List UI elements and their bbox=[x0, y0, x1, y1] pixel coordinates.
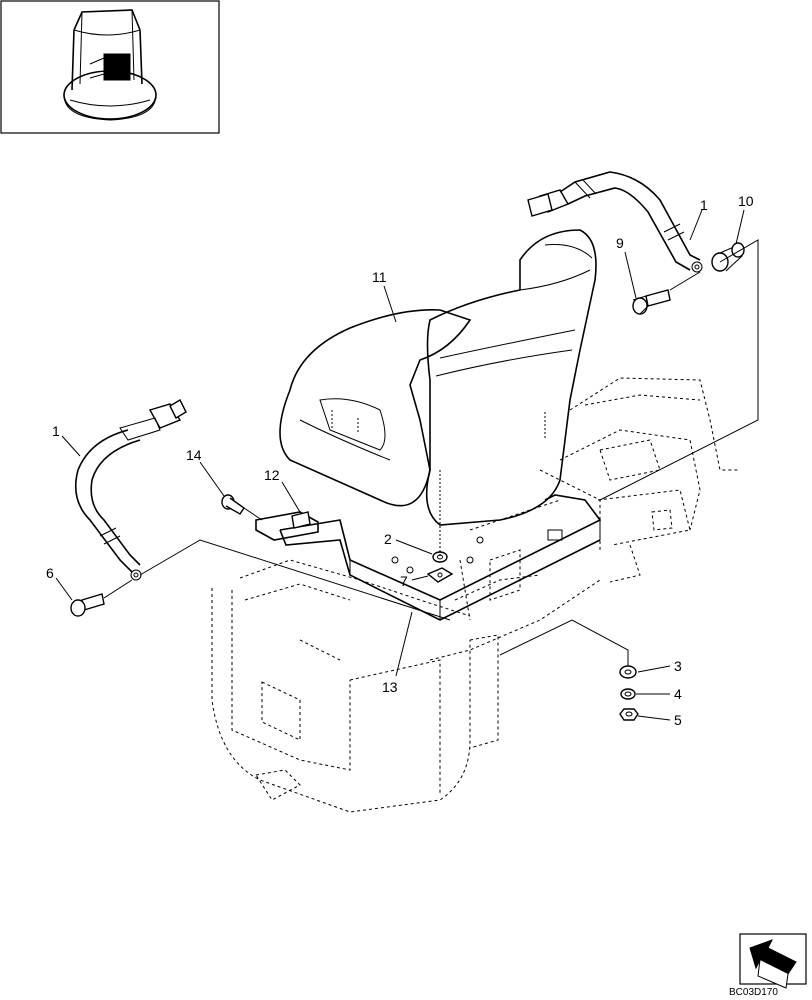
machine-frame-outline bbox=[211, 377, 740, 813]
machine-thumbnail-icon bbox=[63, 9, 157, 121]
callout-12: 12 bbox=[264, 467, 280, 483]
location-inset bbox=[0, 0, 220, 134]
bolt-right-icon bbox=[632, 289, 671, 315]
bolt-14-icon bbox=[221, 494, 245, 515]
assembly-guide-lines bbox=[139, 239, 759, 666]
nut-5-icon bbox=[619, 708, 639, 721]
callout-10: 10 bbox=[738, 193, 754, 209]
callout-2: 2 bbox=[384, 531, 392, 547]
callout-7: 7 bbox=[400, 573, 408, 589]
callout-4: 4 bbox=[674, 686, 682, 702]
callout-3: 3 bbox=[674, 658, 682, 674]
callout-11: 11 bbox=[372, 269, 387, 285]
leader-bolt-right bbox=[669, 271, 701, 291]
plate-7-icon bbox=[426, 567, 454, 583]
callout-1-left: 1 bbox=[52, 423, 60, 439]
callout-6: 6 bbox=[46, 565, 54, 581]
operator-seat bbox=[279, 229, 597, 526]
direction-arrow-icon bbox=[739, 933, 807, 989]
drawing-code: BC03D170 bbox=[729, 987, 778, 998]
callout-labels: 1 10 9 11 1 14 12 2 7 6 13 3 4 5 bbox=[46, 193, 754, 728]
seat-belt-left bbox=[74, 399, 187, 581]
seat-mounting-plate bbox=[279, 494, 602, 621]
callout-9: 9 bbox=[616, 235, 624, 251]
callout-5: 5 bbox=[674, 712, 682, 728]
washer-2-icon bbox=[432, 551, 448, 563]
callout-leaders bbox=[55, 209, 745, 721]
lock-washer-4-icon bbox=[620, 688, 636, 700]
leader-bolt-left bbox=[103, 579, 133, 599]
callout-14: 14 bbox=[186, 447, 202, 463]
seat-belt-right bbox=[527, 171, 703, 273]
bolt-left-icon bbox=[70, 593, 105, 617]
callout-1-right: 1 bbox=[700, 197, 708, 213]
washer-3-icon bbox=[619, 665, 637, 679]
callout-13: 13 bbox=[382, 679, 398, 695]
